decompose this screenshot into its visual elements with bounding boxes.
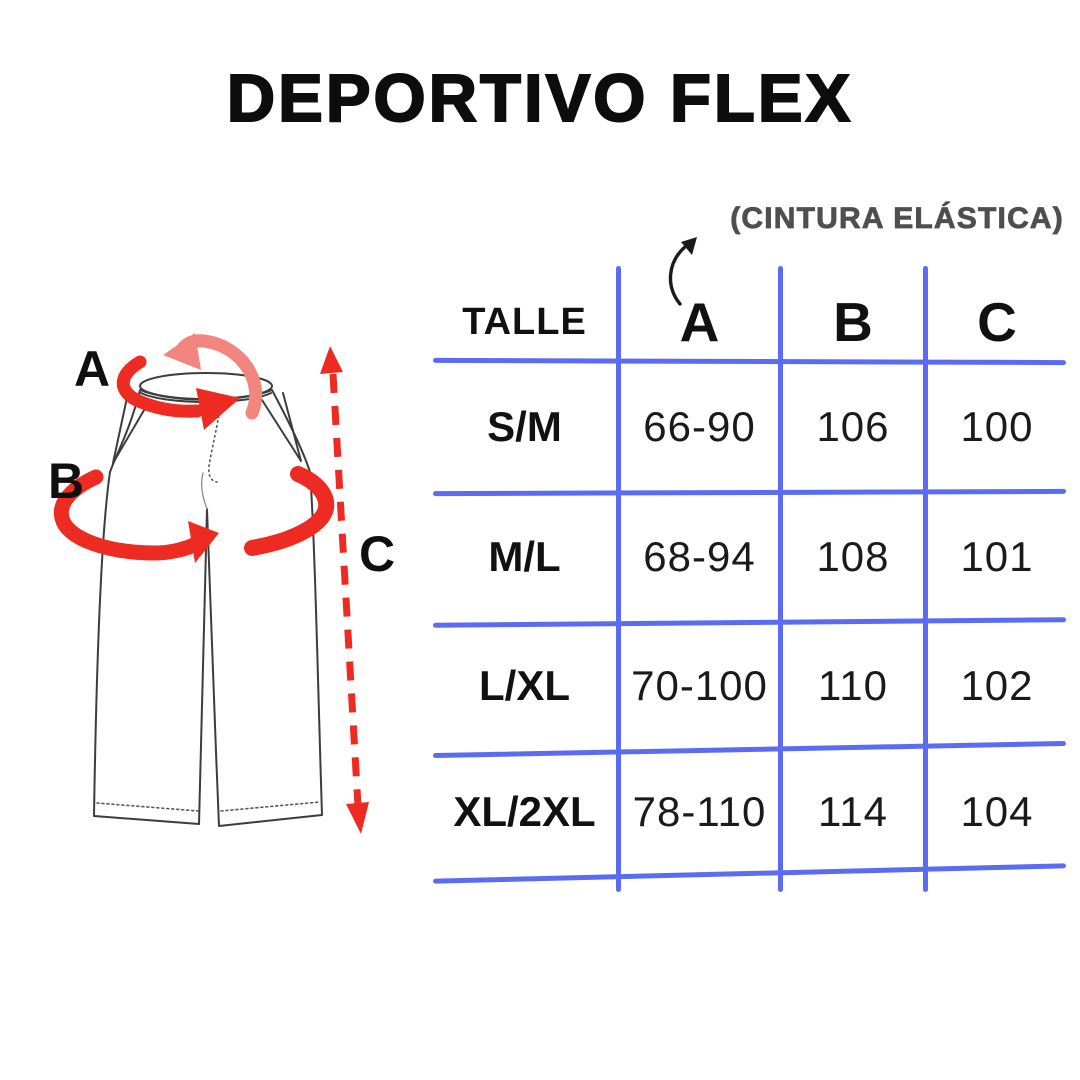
hip-arrowhead bbox=[188, 521, 219, 563]
row-lxl-b: 110 bbox=[818, 661, 888, 709]
row-xl2xl-c: 104 bbox=[960, 787, 1034, 835]
left-pocket-line bbox=[112, 392, 151, 464]
measure-label-b: B bbox=[47, 453, 85, 509]
row-lxl-a: 70-100 bbox=[631, 661, 768, 709]
waistband-seam bbox=[140, 392, 272, 403]
row-xl2xl-b: 114 bbox=[818, 787, 888, 835]
hem-stitch-lines bbox=[96, 801, 321, 812]
hip-rotation-arrow bbox=[53, 466, 335, 563]
front-rise-line bbox=[200, 472, 208, 510]
row-lxl-c: 102 bbox=[960, 661, 1034, 709]
table-grid-vline-3 bbox=[923, 266, 928, 892]
measure-label-c: C bbox=[358, 526, 396, 582]
waist-arrowhead-back bbox=[163, 333, 201, 370]
page-title: DEPORTIVO FLEX bbox=[226, 60, 854, 137]
header-talle: TALLE bbox=[462, 300, 587, 343]
right-pocket-line bbox=[261, 392, 302, 462]
waist-rotation-arrow bbox=[116, 333, 263, 430]
row-ml-size: M/L bbox=[488, 533, 561, 580]
row-sm-c: 100 bbox=[960, 403, 1034, 450]
waist-note-label: (CINTURA ELÁSTICA) bbox=[730, 202, 1064, 236]
row-ml-b: 108 bbox=[816, 533, 890, 580]
row-sm-size: S/M bbox=[487, 403, 562, 450]
pants-sketch bbox=[93, 372, 323, 827]
row-lxl-size: L/XL bbox=[479, 661, 570, 709]
table-grid-vline-2 bbox=[778, 266, 783, 892]
row-ml-a: 68-94 bbox=[643, 533, 756, 580]
table-grid-hline-2 bbox=[432, 488, 1067, 497]
length-arrowhead-bottom bbox=[346, 802, 369, 834]
row-xl2xl-size: XL/2XL bbox=[453, 787, 596, 835]
waist-arrowhead-front bbox=[196, 388, 240, 430]
header-c: C bbox=[977, 291, 1017, 353]
header-a: A bbox=[679, 291, 720, 353]
measure-label-a: A bbox=[73, 341, 111, 397]
header-b: B bbox=[833, 291, 873, 353]
row-xl2xl-a: 78-110 bbox=[632, 787, 767, 835]
table-grid-vline-1 bbox=[616, 266, 621, 892]
row-ml-c: 101 bbox=[960, 533, 1034, 580]
row-sm-a: 66-90 bbox=[643, 403, 756, 450]
length-measure-arrow bbox=[320, 346, 369, 834]
length-arrowhead-top bbox=[320, 346, 343, 374]
table-grid-hline-1 bbox=[432, 357, 1067, 366]
waistband-opening bbox=[139, 372, 273, 400]
fly-stitch-line bbox=[208, 400, 222, 483]
row-sm-b: 106 bbox=[816, 403, 890, 450]
